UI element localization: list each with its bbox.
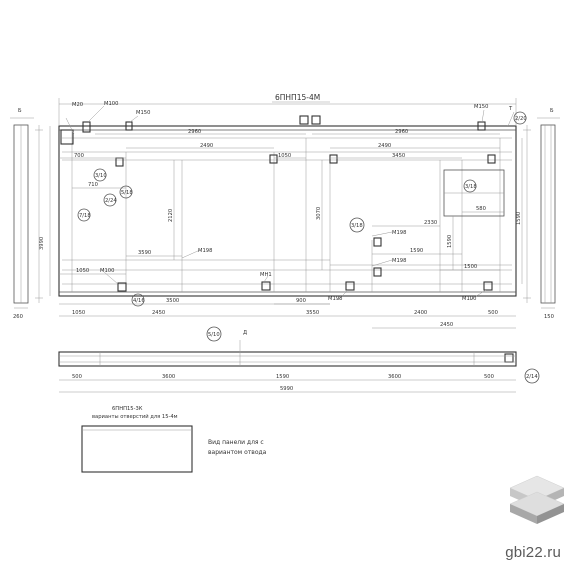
- vdim-4: 3070: [316, 207, 322, 220]
- detail-marks: 3/10 2/24 7/18 5/18 3/18 4/16 5/10 3/18 …: [77, 111, 540, 384]
- mid-dim-7: 1590: [410, 248, 423, 254]
- vertical-dimensions: 3990 2120 3070 1590 1590: [39, 126, 523, 296]
- detail-mark-1: 3/10: [95, 173, 107, 179]
- top-dimension-chain: 2960 2960 2490 2490 3450 700 1050: [58, 98, 517, 159]
- left-side-section: Б 260: [10, 108, 43, 320]
- detail-mark-10: 2/20: [515, 116, 527, 122]
- vdim-overall: 3990: [39, 237, 45, 250]
- vdim-1: 2120: [168, 209, 174, 222]
- bottom-dim-8: 2450: [440, 322, 453, 328]
- panel-title: 6ПНП15-4М: [275, 93, 320, 102]
- bottom-dim-6: 500: [488, 310, 498, 316]
- bottom-dim-3: 3500: [166, 298, 179, 304]
- detail-mark-4: 5/18: [121, 190, 133, 196]
- right-section-label: Б: [550, 108, 554, 114]
- inner-dimensions: 710 3590 1050 580 2330 1590 1500: [59, 182, 504, 275]
- callout-10: М100: [462, 296, 476, 302]
- detail-mark-2: 2/24: [105, 198, 117, 204]
- mid-dim-5: 2330: [424, 220, 437, 226]
- bottom-dim-5: 2400: [414, 310, 427, 316]
- bottom-dim-1: 1050: [72, 310, 85, 316]
- panel-note-line2: вариантом отвода: [208, 449, 267, 456]
- top-dim-5: 2490: [378, 143, 391, 149]
- mid-dim-8: 1500: [464, 264, 477, 270]
- right-section-dim: 150: [544, 314, 554, 320]
- main-panel: [58, 115, 517, 363]
- panel-note-line1: Вид панели для с: [208, 439, 264, 446]
- top-dim-2: 2960: [395, 129, 408, 135]
- mid-dim-4: 580: [476, 206, 486, 212]
- top-dim-4: 2490: [200, 143, 213, 149]
- detail-mark-3: 7/18: [79, 213, 91, 219]
- section-dim-3: 1590: [276, 374, 289, 380]
- callout-6: М198: [392, 230, 406, 236]
- callouts: М100 М150 М150 Т М198 М198 М198 М198 М10…: [65, 101, 515, 302]
- top-dim-6: 3450: [392, 153, 405, 159]
- bottom-dimension-chain: 3500 1050 2450 3550 2400 500 2450 900: [59, 298, 516, 329]
- callout-11: МН1: [260, 272, 272, 278]
- section-dim-5: 500: [484, 374, 494, 380]
- callout-2: М150: [136, 110, 150, 116]
- mid-dim-0: 1050: [278, 153, 291, 159]
- vdim-2: 1590: [447, 235, 453, 248]
- left-section-label: Б: [18, 108, 22, 114]
- detail-mark-5: 3/18: [351, 223, 363, 229]
- callout-7: М198: [392, 258, 406, 264]
- mid-dim-3: 1050: [76, 268, 89, 274]
- watermark-text: gbi22.ru: [505, 544, 561, 561]
- bottom-dim-2: 2450: [152, 310, 165, 316]
- section-dim-2: 3600: [162, 374, 175, 380]
- callout-9: М100: [100, 268, 114, 274]
- section-view-label: Д: [243, 330, 247, 336]
- mid-dim-6: 3590: [138, 250, 151, 256]
- top-dim-1: 2960: [188, 129, 201, 135]
- overall-dim: 5990: [280, 386, 293, 392]
- callout-3: М150: [474, 104, 488, 110]
- callout-5: М198: [198, 248, 212, 254]
- mid-dim-1: 700: [74, 153, 84, 159]
- section-dim-1: 500: [72, 374, 82, 380]
- detail-mark-7: 5/10: [208, 332, 220, 338]
- company-logo-icon: [509, 475, 565, 524]
- callout-4: Т: [508, 106, 513, 112]
- legend-subtitle: варианты отверстий для 15-4м: [92, 413, 178, 420]
- bottom-dim-7: 900: [296, 298, 306, 304]
- legend-title: 6ПНП15-3К: [112, 406, 143, 412]
- right-side-section: Б 150: [523, 108, 560, 320]
- callout-1: М100: [104, 101, 118, 107]
- left-section-dim: 260: [13, 314, 23, 320]
- detail-mark-9: 2/14: [526, 374, 538, 380]
- callout-12: М20: [72, 102, 83, 108]
- detail-mark-8: 3/18: [465, 184, 477, 190]
- legend: 6ПНП15-3К варианты отверстий для 15-4м: [81, 406, 193, 473]
- detail-mark-6: 4/16: [133, 298, 145, 304]
- section-dim-4: 3600: [388, 374, 401, 380]
- callout-8: М198: [328, 296, 342, 302]
- vdim-3: 1590: [516, 212, 522, 225]
- mid-dim-2: 710: [88, 182, 98, 188]
- section-view: Д 500 3600 1590 3600 500 5990: [58, 330, 517, 393]
- bottom-dim-4: 3550: [306, 310, 319, 316]
